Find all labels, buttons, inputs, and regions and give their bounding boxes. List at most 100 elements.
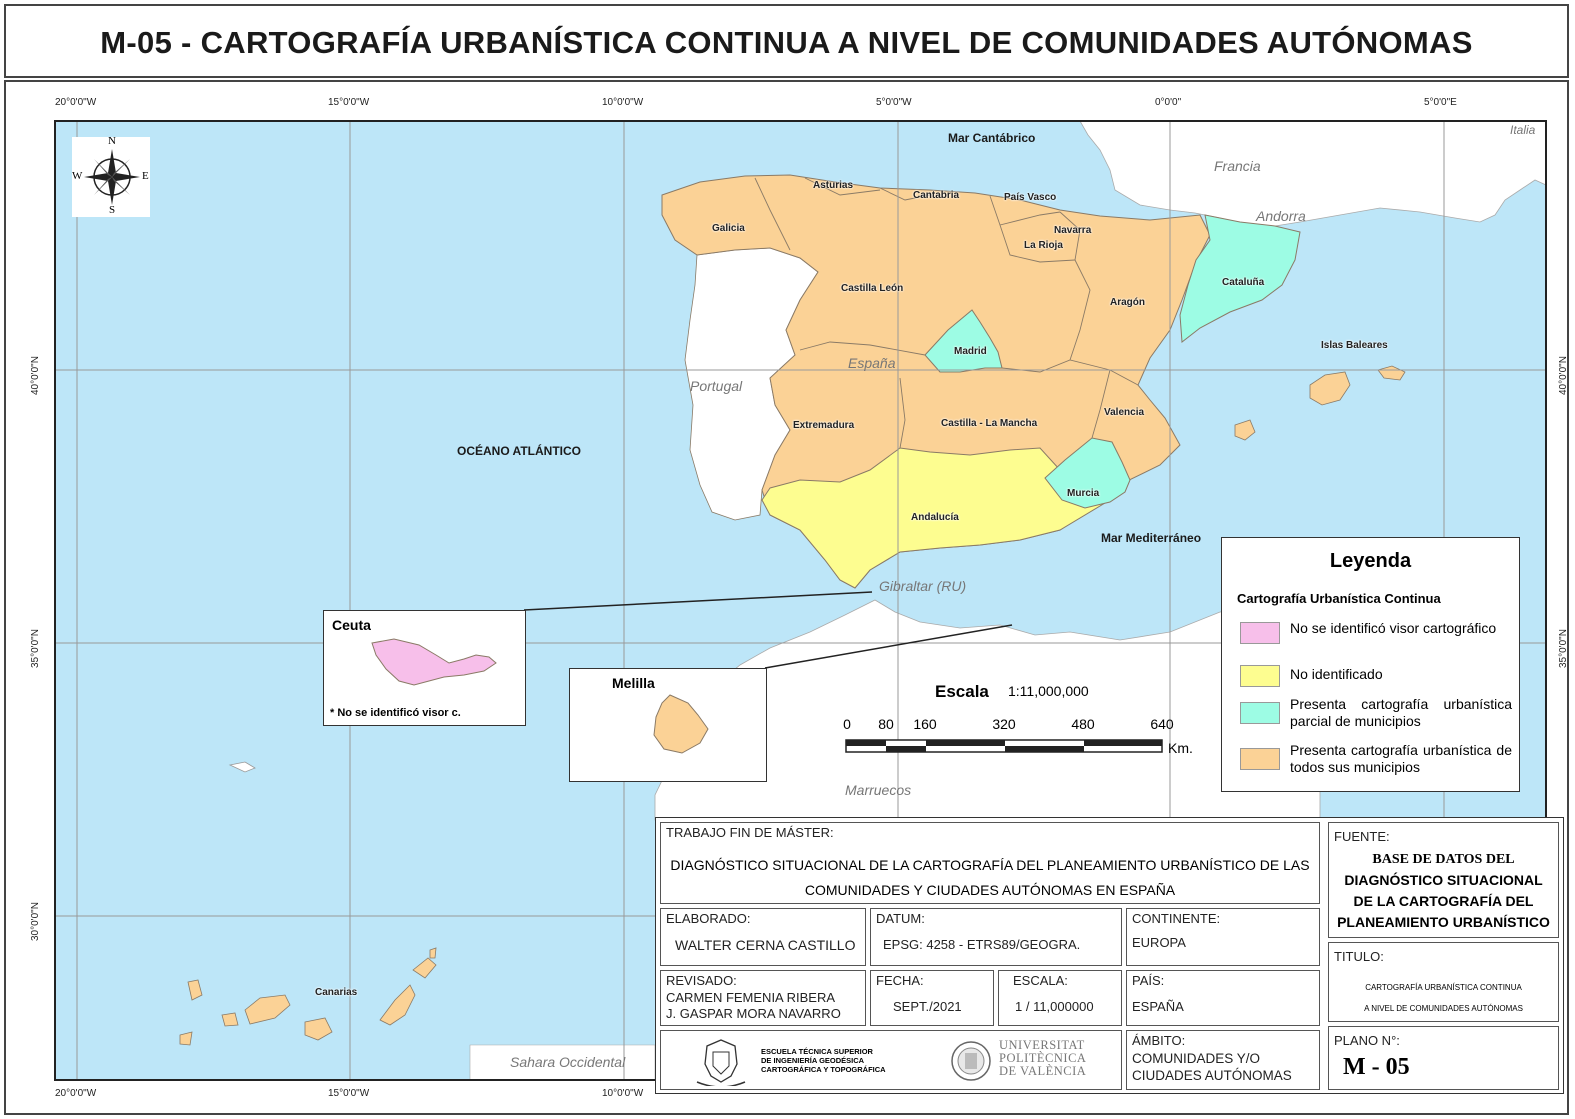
label-valencia: Valencia: [1104, 407, 1145, 418]
melilla-shape: [653, 694, 709, 754]
label-espana: España: [848, 355, 896, 371]
scale-unit: Km.: [1168, 740, 1193, 756]
lat-label-35n: 35°0'0"N: [30, 629, 41, 668]
titulo-label: TITULO:: [1334, 949, 1384, 964]
datum-label: DATUM:: [876, 911, 925, 926]
legend-swatch: [1240, 622, 1280, 644]
elaborado-label: ELABORADO:: [666, 911, 751, 926]
datum-value: EPSG: 4258 - ETRS89/GEOGRA.: [883, 937, 1081, 952]
region-madrid: [924, 309, 1003, 373]
region-cataluna: [1179, 214, 1301, 343]
ambito-value-1: COMUNIDADES Y/O: [1132, 1051, 1261, 1066]
escala-value: 1 / 11,000000: [1015, 999, 1094, 1014]
upv-line-3: DE VALÈNCIA: [999, 1064, 1087, 1078]
cell-fecha: FECHA: SEPT./2021: [870, 970, 994, 1026]
label-mar-mediterraneo: Mar Mediterráneo: [1101, 531, 1202, 545]
legend-swatch: [1240, 748, 1280, 770]
compass-e: E: [142, 170, 149, 182]
trabajo-line-2: COMUNIDADES Y CIUDADES AUTÓNOMAS EN ESPA…: [804, 882, 1176, 898]
ceuta-title: Ceuta: [332, 617, 371, 633]
cell-datum: DATUM: EPSG: 4258 - ETRS89/GEOGRA.: [870, 908, 1122, 966]
madeira-island: [228, 761, 256, 773]
melilla-inset: Melilla: [569, 668, 767, 782]
scale-block: Escala 1:11,000,000 0 80 160 320 480 640…: [835, 680, 1215, 760]
compass-w: W: [72, 170, 83, 182]
ceuta-shape: [371, 638, 497, 686]
region-borders: [754, 177, 1139, 449]
titulo-line-2: A NIVEL DE COMUNIDADES AUTÓNOMAS: [1364, 1004, 1523, 1013]
legend-swatch: [1240, 702, 1280, 724]
cell-revisado: REVISADO: CARMEN FEMENIA RIBERA J. GASPA…: [660, 970, 866, 1026]
lat-label-right-40n: 40°0'0"N: [1558, 356, 1569, 395]
label-cataluna: Cataluña: [1222, 277, 1265, 288]
fuente-line-3: DE LA CARTOGRAFÍA DEL: [1353, 893, 1534, 909]
scale-tick-640: 640: [1150, 716, 1174, 732]
revisado-value-1: CARMEN FEMENIA RIBERA: [666, 990, 836, 1005]
escuela-line-1: ESCUELA TÉCNICA SUPERIOR: [761, 1047, 873, 1056]
label-pais-vasco: País Vasco: [1004, 192, 1057, 203]
ambito-label: ÁMBITO:: [1132, 1033, 1186, 1048]
cell-escala: ESCALA: 1 / 11,000000: [998, 970, 1122, 1026]
fuente-label: FUENTE:: [1334, 829, 1390, 844]
compass-rose: N S E W: [72, 135, 150, 217]
melilla-title: Melilla: [612, 675, 655, 691]
island-mallorca: [1309, 371, 1351, 406]
label-francia: Francia: [1214, 158, 1261, 174]
revisado-value-2: J. GASPAR MORA NAVARRO: [666, 1006, 841, 1021]
label-extremadura: Extremadura: [793, 420, 855, 431]
compass-icon: [84, 149, 140, 205]
lat-label-30n: 30°0'0"N: [30, 902, 41, 941]
label-italia: Italia: [1510, 123, 1536, 137]
cell-logos: ESCUELA TÉCNICA SUPERIOR DE INGENIERÍA G…: [660, 1030, 1122, 1090]
ceuta-leader-line: [523, 591, 873, 611]
label-cantabria: Cantabria: [913, 190, 960, 201]
upv-line-2: POLITÈCNICA: [999, 1051, 1087, 1065]
scale-label: Escala: [935, 682, 989, 701]
lon-label-5e: 5°0'0"E: [1424, 97, 1457, 108]
label-mar-cantabrico: Mar Cantábrico: [948, 131, 1036, 145]
canary-islands: [179, 947, 437, 1046]
scale-bar: [845, 739, 1163, 753]
label-portugal: Portugal: [690, 378, 743, 394]
france-land: [1079, 120, 1547, 227]
fuente-line-2: DIAGNÓSTICO SITUACIONAL: [1344, 872, 1543, 888]
pais-label: PAÍS:: [1132, 973, 1165, 988]
map-title: M-05 - CARTOGRAFÍA URBANÍSTICA CONTINUA …: [100, 25, 1473, 60]
continente-value: EUROPA: [1132, 935, 1186, 950]
escala-label: ESCALA:: [1013, 973, 1068, 988]
pais-value: ESPAÑA: [1132, 999, 1184, 1014]
escuela-line-2: DE INGENIERÍA GEODÉSICA: [761, 1056, 865, 1065]
scale-value: 1:11,000,000: [1008, 683, 1089, 699]
lat-label-right-35n: 35°0'0"N: [1558, 629, 1569, 668]
lon-label-10w: 10°0'0"W: [602, 97, 644, 108]
map-outer-frame: [4, 80, 1569, 1115]
cell-titulo: TITULO: CARTOGRAFÍA URBANÍSTICA CONTINUA…: [1328, 942, 1559, 1022]
titulo-text: CARTOGRAFÍA URBANÍSTICA CONTINUA A NIVEL…: [1329, 977, 1558, 1019]
lat-label-40n: 40°0'0"N: [30, 356, 41, 395]
label-sahara: Sahara Occidental: [510, 1054, 626, 1070]
label-murcia: Murcia: [1067, 488, 1100, 499]
lon-label-20w: 20°0'0"W: [55, 97, 97, 108]
cell-ambito: ÁMBITO: COMUNIDADES Y/O CIUDADES AUTÓNOM…: [1126, 1030, 1320, 1090]
etsi-logo-text: ESCUELA TÉCNICA SUPERIOR DE INGENIERÍA G…: [761, 1047, 886, 1074]
label-gibraltar: Gibraltar (RU): [879, 578, 967, 594]
plano-value: M - 05: [1343, 1054, 1410, 1080]
title-block: TRABAJO FIN DE MÁSTER: DIAGNÓSTICO SITUA…: [655, 817, 1564, 1094]
compass-n: N: [108, 135, 116, 147]
trabajo-label: TRABAJO FIN DE MÁSTER:: [666, 825, 834, 840]
legend: Leyenda Cartografía Urbanística Continua…: [1221, 537, 1520, 792]
cell-plano: PLANO N°: M - 05: [1328, 1026, 1559, 1090]
legend-title: Leyenda: [1329, 550, 1412, 572]
lon-label-bottom-20w: 20°0'0"W: [55, 1088, 97, 1099]
cell-continente: CONTINENTE: EUROPA: [1126, 908, 1320, 966]
ceuta-note: * No se identificó visor c.: [330, 707, 461, 719]
legend-item-label: Presenta cartografía urbanística parcial…: [1290, 696, 1512, 729]
elaborado-value: WALTER CERNA CASTILLO: [675, 937, 856, 953]
cell-pais: PAÍS: ESPAÑA: [1126, 970, 1320, 1026]
melilla-leader-line: [764, 624, 1013, 669]
title-bar: M-05 - CARTOGRAFÍA URBANÍSTICA CONTINUA …: [4, 4, 1569, 78]
cell-elaborado: ELABORADO: WALTER CERNA CASTILLO: [660, 908, 866, 966]
label-galicia: Galicia: [712, 223, 745, 234]
island-ibiza: [1234, 419, 1256, 441]
